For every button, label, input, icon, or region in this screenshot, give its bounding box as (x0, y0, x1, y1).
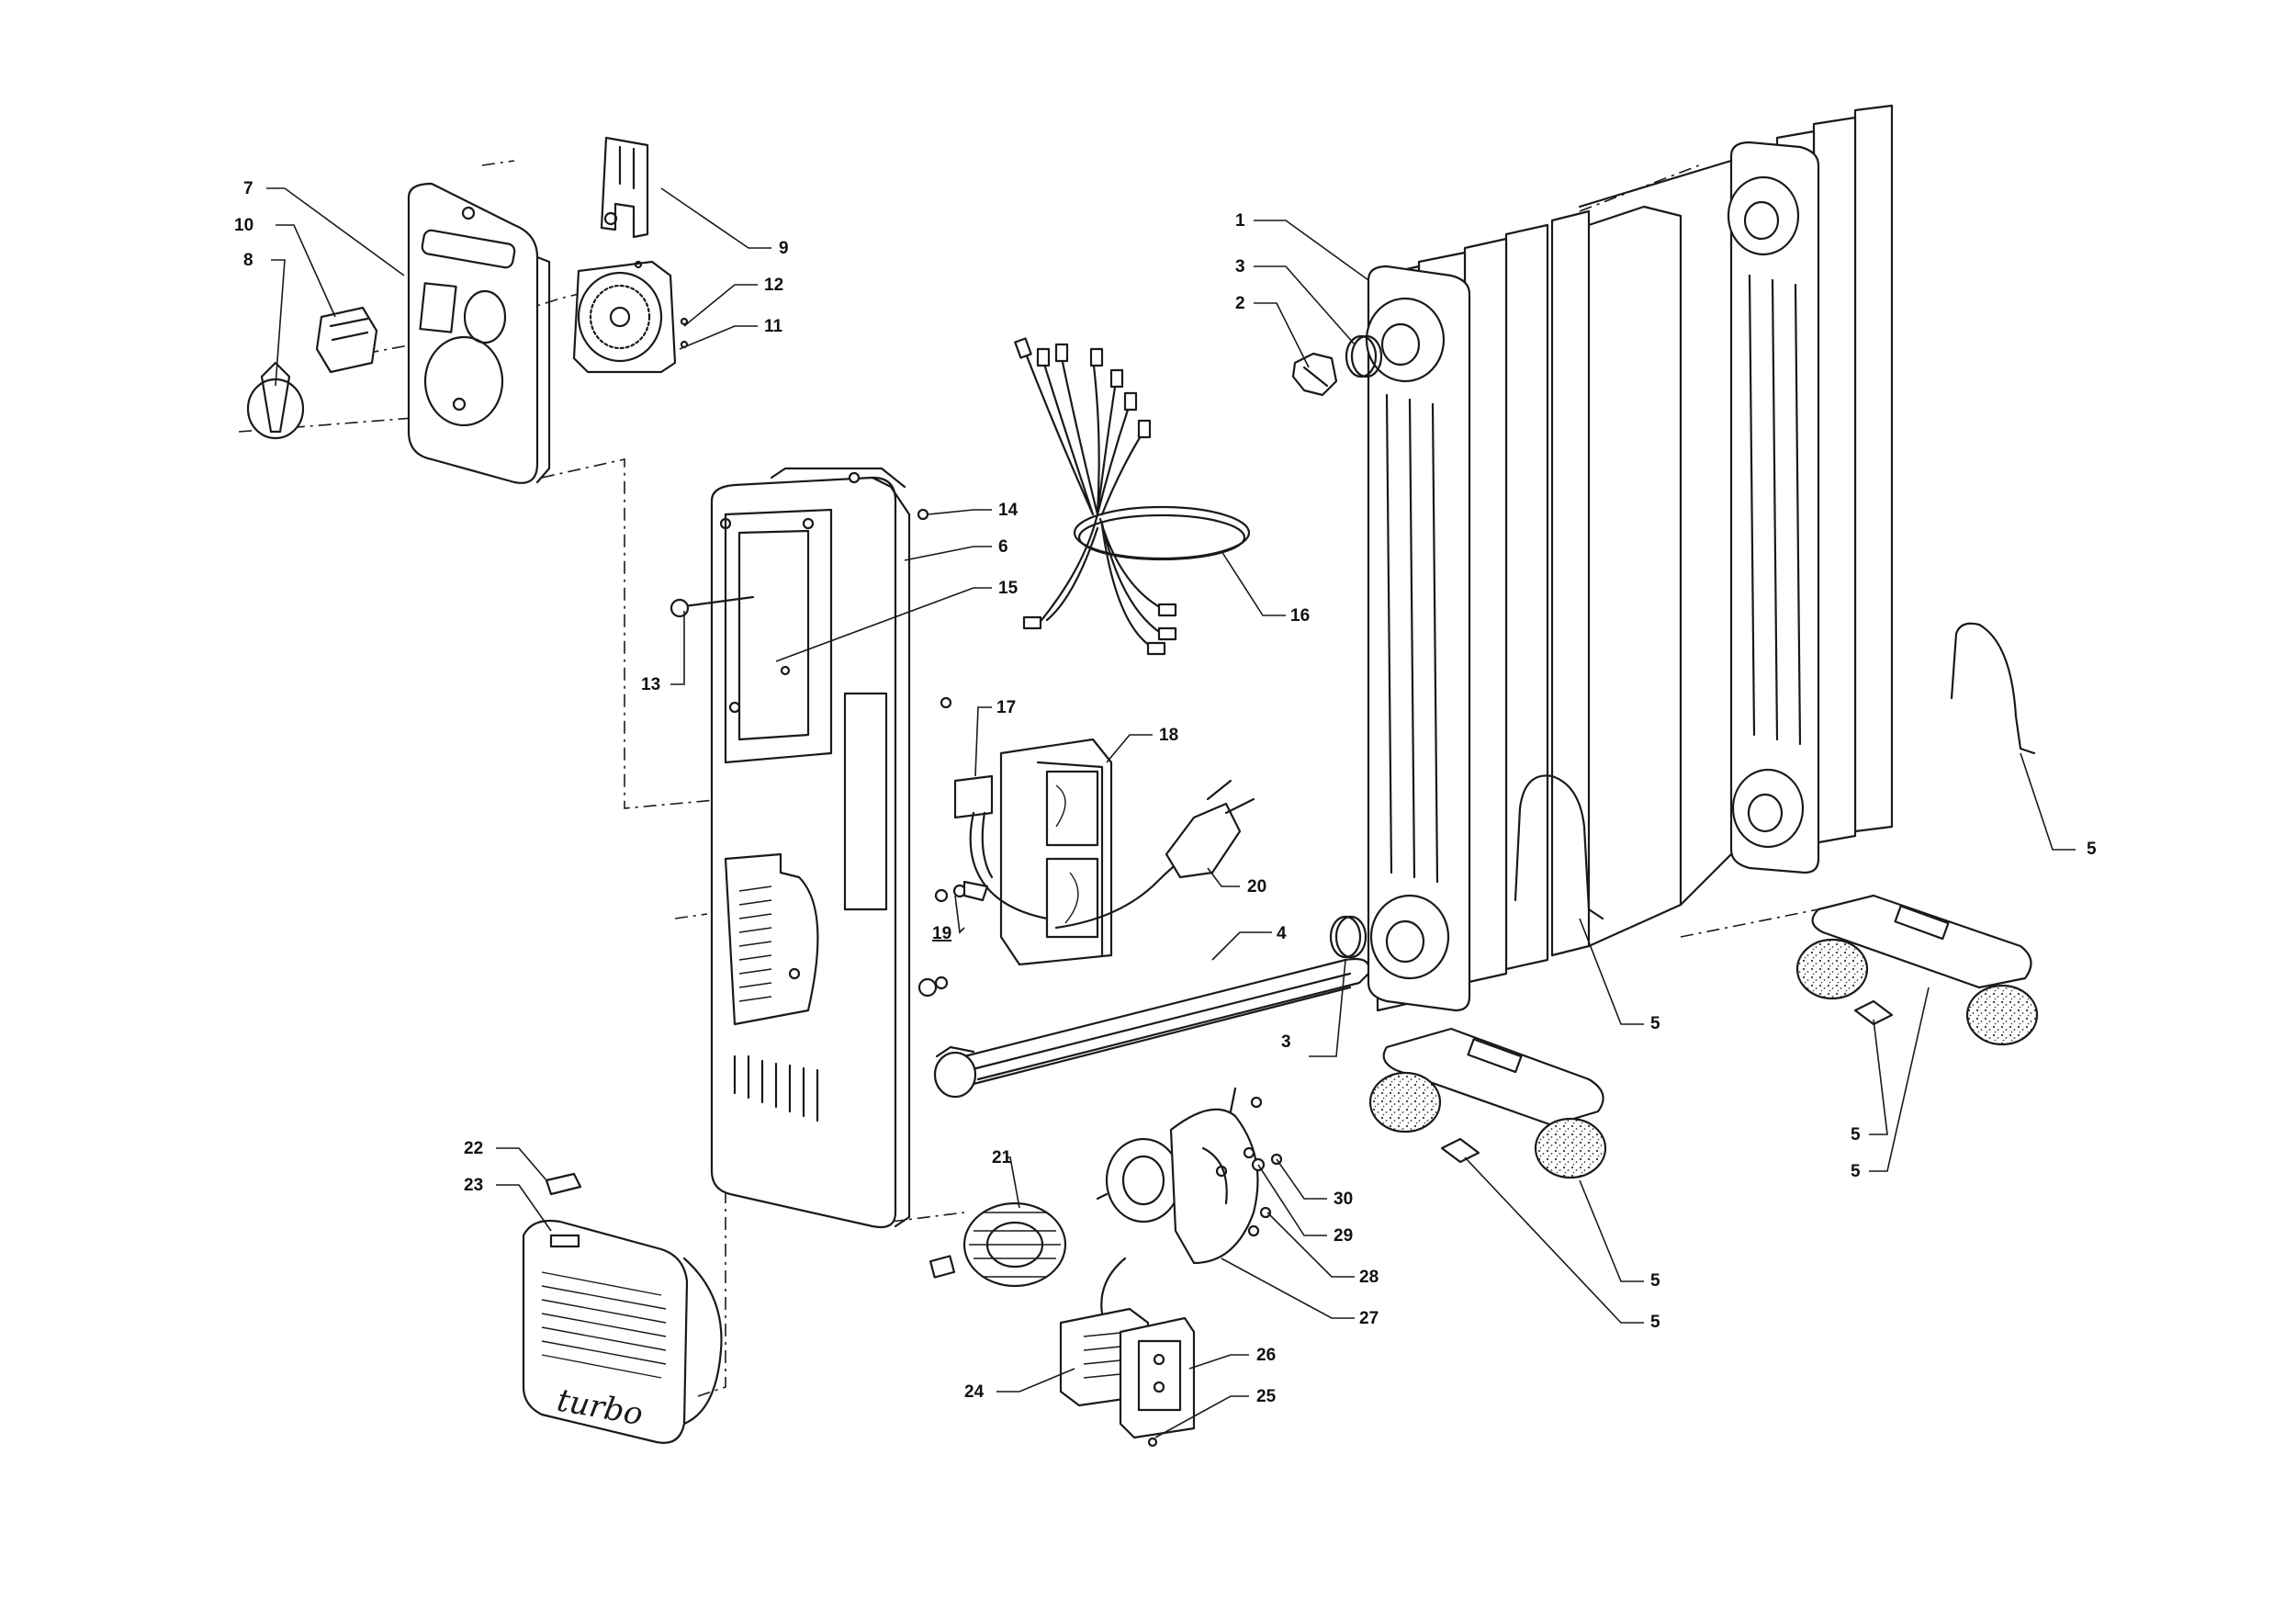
screw-13 (670, 595, 755, 618)
callout-21: 21 (992, 1148, 1012, 1167)
fan-grille: turbo (522, 1219, 723, 1444)
callout-1: 1 (1235, 211, 1245, 231)
callout-28: 28 (1359, 1268, 1379, 1287)
callout-15: 15 (998, 579, 1019, 598)
callout-7: 7 (243, 179, 253, 198)
callout-10: 10 (234, 216, 253, 235)
heating-element (933, 957, 1370, 1099)
callout-3: 3 (1281, 1032, 1291, 1052)
callout-14: 14 (998, 501, 1019, 520)
cord-clamp (934, 880, 989, 903)
handle-rod-rear (1950, 622, 2036, 755)
callout-19: 19 (932, 924, 951, 943)
callout-5: 5 (2087, 840, 2097, 859)
terminal-block (953, 774, 1049, 920)
knob (246, 361, 305, 440)
handle-rod-front (1514, 774, 1604, 920)
callout-12: 12 (764, 276, 783, 295)
callout-5: 5 (1650, 1014, 1660, 1033)
callout-9: 9 (779, 239, 789, 258)
fan-switch (545, 1172, 582, 1196)
cord-box (999, 738, 1113, 966)
thermostat-bracket (600, 136, 649, 239)
pcb-cover (1119, 1316, 1196, 1448)
wiring-harness (1014, 337, 1251, 656)
callout-13: 13 (641, 675, 660, 694)
callout-8: 8 (243, 251, 253, 270)
callout-4: 4 (1277, 924, 1287, 943)
screws-misc (780, 471, 952, 998)
callout-5: 5 (1650, 1313, 1660, 1332)
callout-23: 23 (464, 1176, 483, 1195)
callout-25: 25 (1256, 1387, 1277, 1406)
fan-impeller (929, 1201, 1067, 1288)
callout-6: 6 (998, 537, 1008, 557)
callout-5: 5 (1851, 1125, 1861, 1145)
callout-17: 17 (996, 698, 1016, 717)
callout-30: 30 (1334, 1190, 1353, 1209)
radiator-rear (1578, 104, 1894, 907)
callout-24: 24 (964, 1382, 985, 1402)
callout-5: 5 (1851, 1162, 1861, 1181)
motor-screws (1243, 1096, 1283, 1237)
callout-20: 20 (1247, 877, 1266, 897)
foot-rear (1795, 894, 2039, 1046)
callout-labels: 1 2 3 3 4 5 5 5 5 5 5 5 6 7 8 9 10 11 12… (234, 179, 2097, 1406)
callout-22: 22 (464, 1139, 483, 1158)
callout-3: 3 (1235, 257, 1245, 276)
callout-27: 27 (1359, 1309, 1379, 1328)
callout-18: 18 (1159, 726, 1178, 745)
plug-nut-2 (1291, 352, 1338, 397)
callout-11: 11 (764, 317, 783, 336)
foot-front (1368, 1027, 1607, 1179)
leader-lines (266, 187, 2076, 1438)
callout-5: 5 (1650, 1271, 1660, 1291)
control-panel-cover (407, 182, 551, 484)
gasket-3-top (1345, 334, 1383, 378)
radiator-front (1365, 205, 1683, 1012)
gasket-3-bottom (1329, 915, 1367, 959)
callout-16: 16 (1290, 606, 1310, 626)
timer-dial (572, 260, 689, 374)
rocker-switch (315, 306, 378, 374)
callout-29: 29 (1334, 1226, 1353, 1246)
callout-26: 26 (1256, 1346, 1276, 1365)
control-housing (710, 467, 911, 1229)
motor-bracket (1169, 1087, 1259, 1265)
callout-2: 2 (1235, 294, 1245, 313)
power-plug (1054, 779, 1255, 930)
